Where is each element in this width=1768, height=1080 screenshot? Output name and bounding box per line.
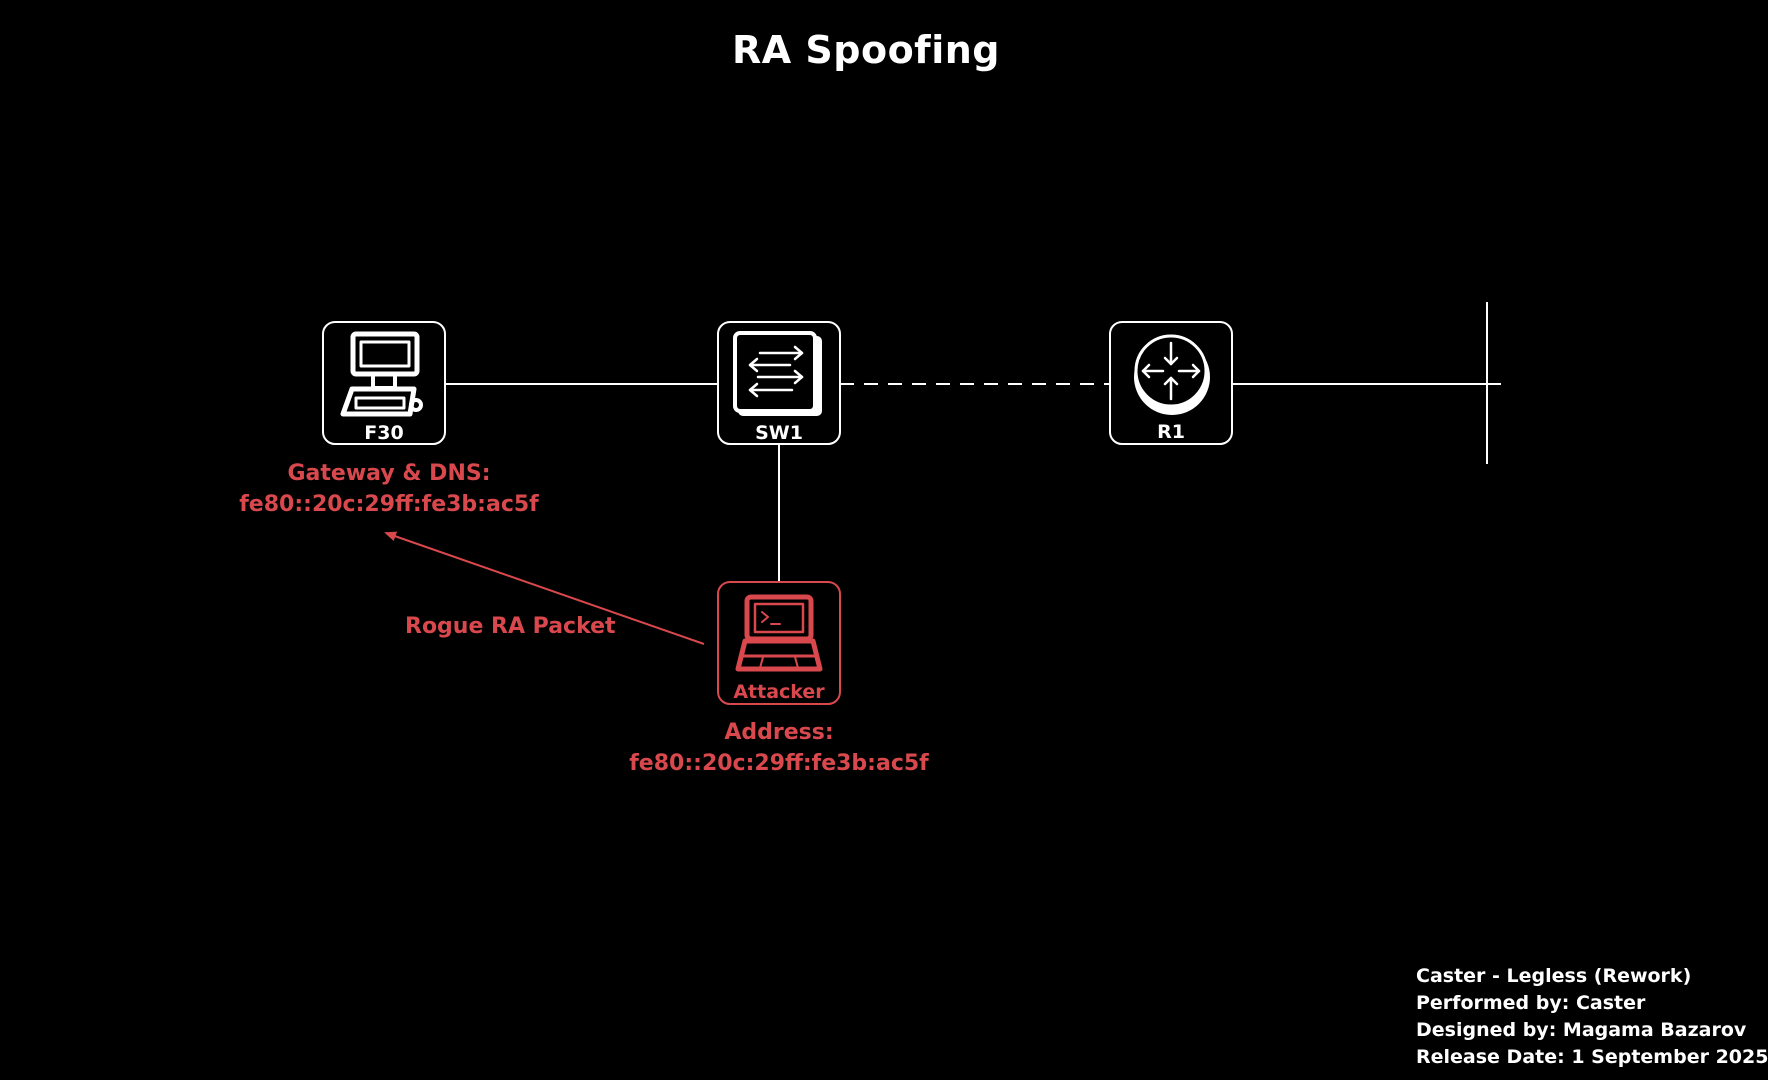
gateway-dns-label: Gateway & DNS: fe80::20c:29ff:fe3b:ac5f [219,458,559,520]
credits-block: Caster - Legless (Rework) Performed by: … [1416,963,1768,1071]
node-f30-label: F30 [364,422,403,444]
node-r1-label: R1 [1157,421,1185,443]
node-f30[interactable]: F30 [322,321,446,445]
rogue-ra-arrow [384,531,705,645]
node-attacker[interactable]: Attacker [717,581,841,705]
network-diagram: F30 SW1 [322,302,1501,705]
diagram-title: RA Spoofing [732,28,1000,72]
laptop-terminal-icon [735,594,823,672]
gateway-dns-address: fe80::20c:29ff:fe3b:ac5f [239,492,539,517]
node-sw1-label: SW1 [755,422,803,444]
attacker-address-heading: Address: [724,720,834,745]
credits-song: Caster - Legless (Rework) [1416,965,1692,987]
credits-release-date: Release Date: 1 September 2025 [1416,1046,1768,1068]
credits-performer: Performed by: Caster [1416,992,1646,1014]
router-icon [1134,334,1210,415]
node-attacker-label: Attacker [733,681,825,703]
credits-designer: Designed by: Magama Bazarov [1416,1019,1747,1041]
attacker-address-value: fe80::20c:29ff:fe3b:ac5f [629,751,929,776]
desktop-computer-icon [340,331,423,417]
gateway-dns-heading: Gateway & DNS: [287,461,491,486]
rogue-ra-packet-label: Rogue RA Packet [405,614,616,639]
node-r1[interactable]: R1 [1109,321,1233,445]
attacker-address-label: Address: fe80::20c:29ff:fe3b:ac5f [609,717,949,779]
node-sw1[interactable]: SW1 [717,321,841,445]
switch-icon [733,331,822,416]
